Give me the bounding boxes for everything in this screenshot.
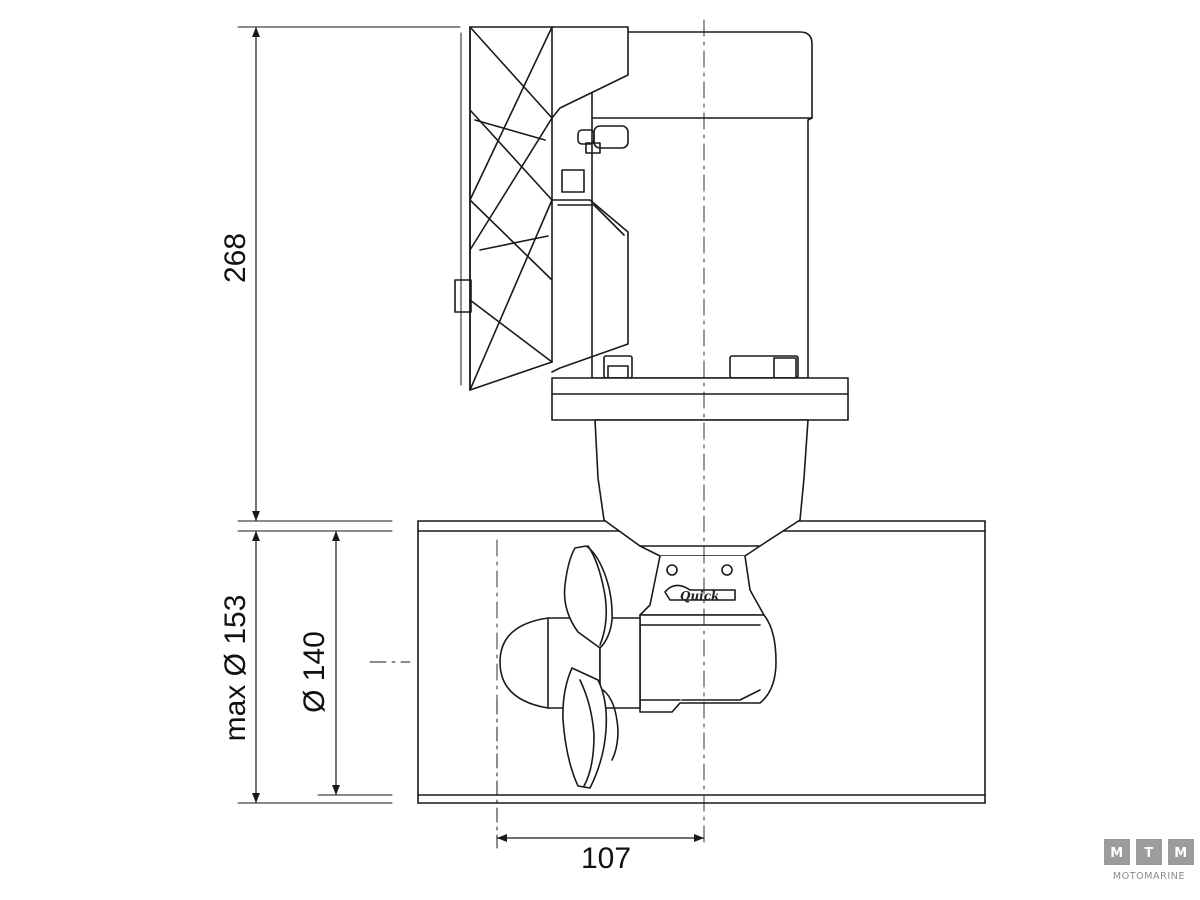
dimension-tunnel-max [237, 530, 393, 804]
dimension-height [237, 26, 461, 522]
propeller-hub [499, 614, 777, 713]
motor-body [561, 31, 813, 379]
center-lines [369, 19, 705, 849]
watermark-letter-2: T [1144, 846, 1153, 861]
watermark-logo: M T M MOTOMARINE [1104, 839, 1194, 882]
dimension-tunnel-label: Ø 140 [298, 631, 331, 713]
dimension-height-label: 268 [219, 233, 252, 283]
mounting-flange [551, 377, 849, 421]
propeller-blades [562, 545, 619, 789]
gear-leg [594, 419, 809, 616]
product-brand-mark: Quick [680, 589, 719, 603]
dimension-tunnel [317, 530, 393, 796]
control-box [454, 26, 629, 391]
watermark-letter-1: M [1110, 846, 1123, 861]
watermark-name: MOTOMARINE [1113, 871, 1185, 882]
dimension-offset-label: 107 [581, 842, 631, 875]
dimension-tunnel-max-label: max Ø 153 [219, 595, 252, 742]
watermark-letter-3: M [1174, 846, 1187, 861]
dimension-offset [496, 699, 705, 849]
